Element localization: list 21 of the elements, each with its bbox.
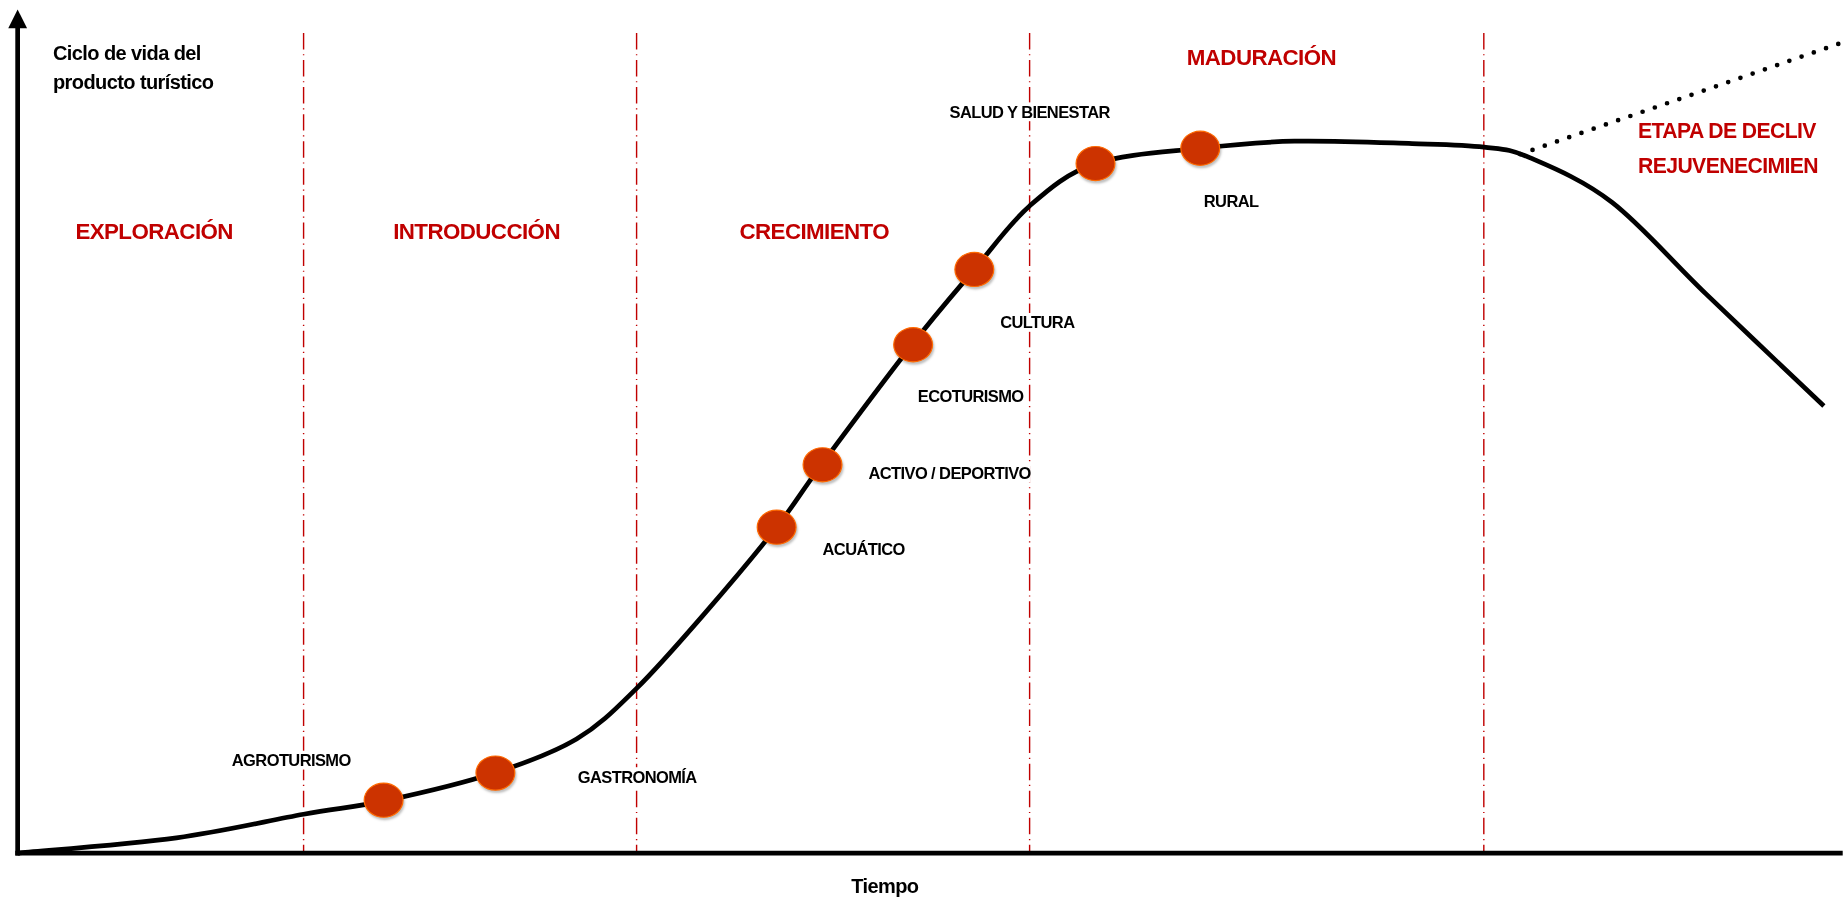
point-label: CULTURA [1000, 313, 1075, 332]
point-dot [363, 782, 404, 818]
point-label: ACTIVO / DEPORTIVO [868, 463, 1031, 483]
stage-label: INTRODUCCIÓN [392, 218, 561, 245]
point-label: SALUD Y BIENESTAR [949, 102, 1110, 122]
point-dot [954, 251, 995, 288]
point-label: GASTRONOMÍA [577, 767, 697, 787]
point-label: AGROTURISMO [231, 750, 351, 770]
point-dot [756, 509, 797, 545]
stage-label: EXPLORACIÓN [74, 218, 234, 245]
point-dot [475, 755, 516, 791]
stage-label: ETAPA DE DECLIV [1637, 118, 1816, 144]
axis-label: Tiempo [850, 875, 920, 899]
point-dot [893, 327, 934, 363]
point-dot [1075, 145, 1116, 182]
stage-label: CRECIMIENTO [738, 218, 891, 245]
point-dot [802, 447, 843, 483]
point-dot [1180, 130, 1221, 166]
stage-label: MADURACIÓN [1185, 44, 1338, 71]
stage-label: REJUVENECIMIEN [1637, 154, 1819, 179]
axis-title: Ciclo de vida del producto turístico [52, 41, 215, 96]
